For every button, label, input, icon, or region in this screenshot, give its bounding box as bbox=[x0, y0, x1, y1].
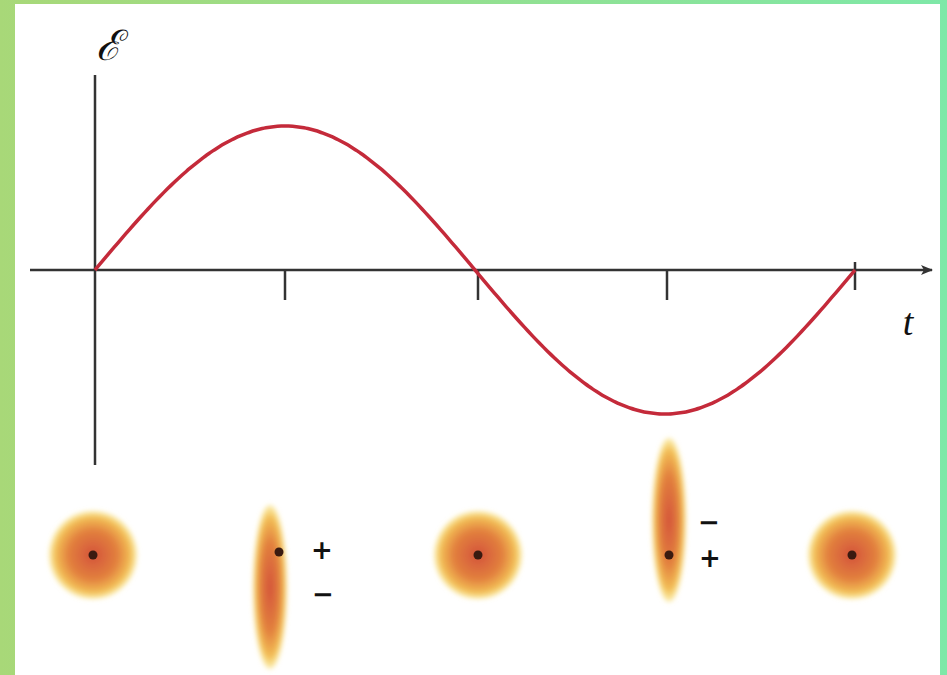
atom-polarized-up bbox=[652, 438, 686, 602]
axis-symbol: ℰ bbox=[96, 25, 121, 67]
charge-sign: − bbox=[312, 581, 334, 607]
sine-curve bbox=[95, 126, 855, 414]
atom-neutral bbox=[49, 511, 137, 599]
atom-neutral bbox=[434, 511, 522, 599]
tick bbox=[666, 270, 669, 300]
atoms bbox=[49, 438, 896, 669]
atom-polarized-down bbox=[253, 505, 287, 669]
tick bbox=[854, 262, 857, 290]
axis-symbol: t bbox=[903, 303, 914, 341]
charge-sign: + bbox=[311, 537, 333, 563]
atom-neutral bbox=[808, 511, 896, 599]
axes bbox=[30, 75, 932, 465]
charge-sign: + bbox=[699, 545, 721, 571]
charge-sign: − bbox=[698, 509, 720, 535]
tick bbox=[284, 270, 287, 300]
x-axis bbox=[30, 269, 932, 272]
